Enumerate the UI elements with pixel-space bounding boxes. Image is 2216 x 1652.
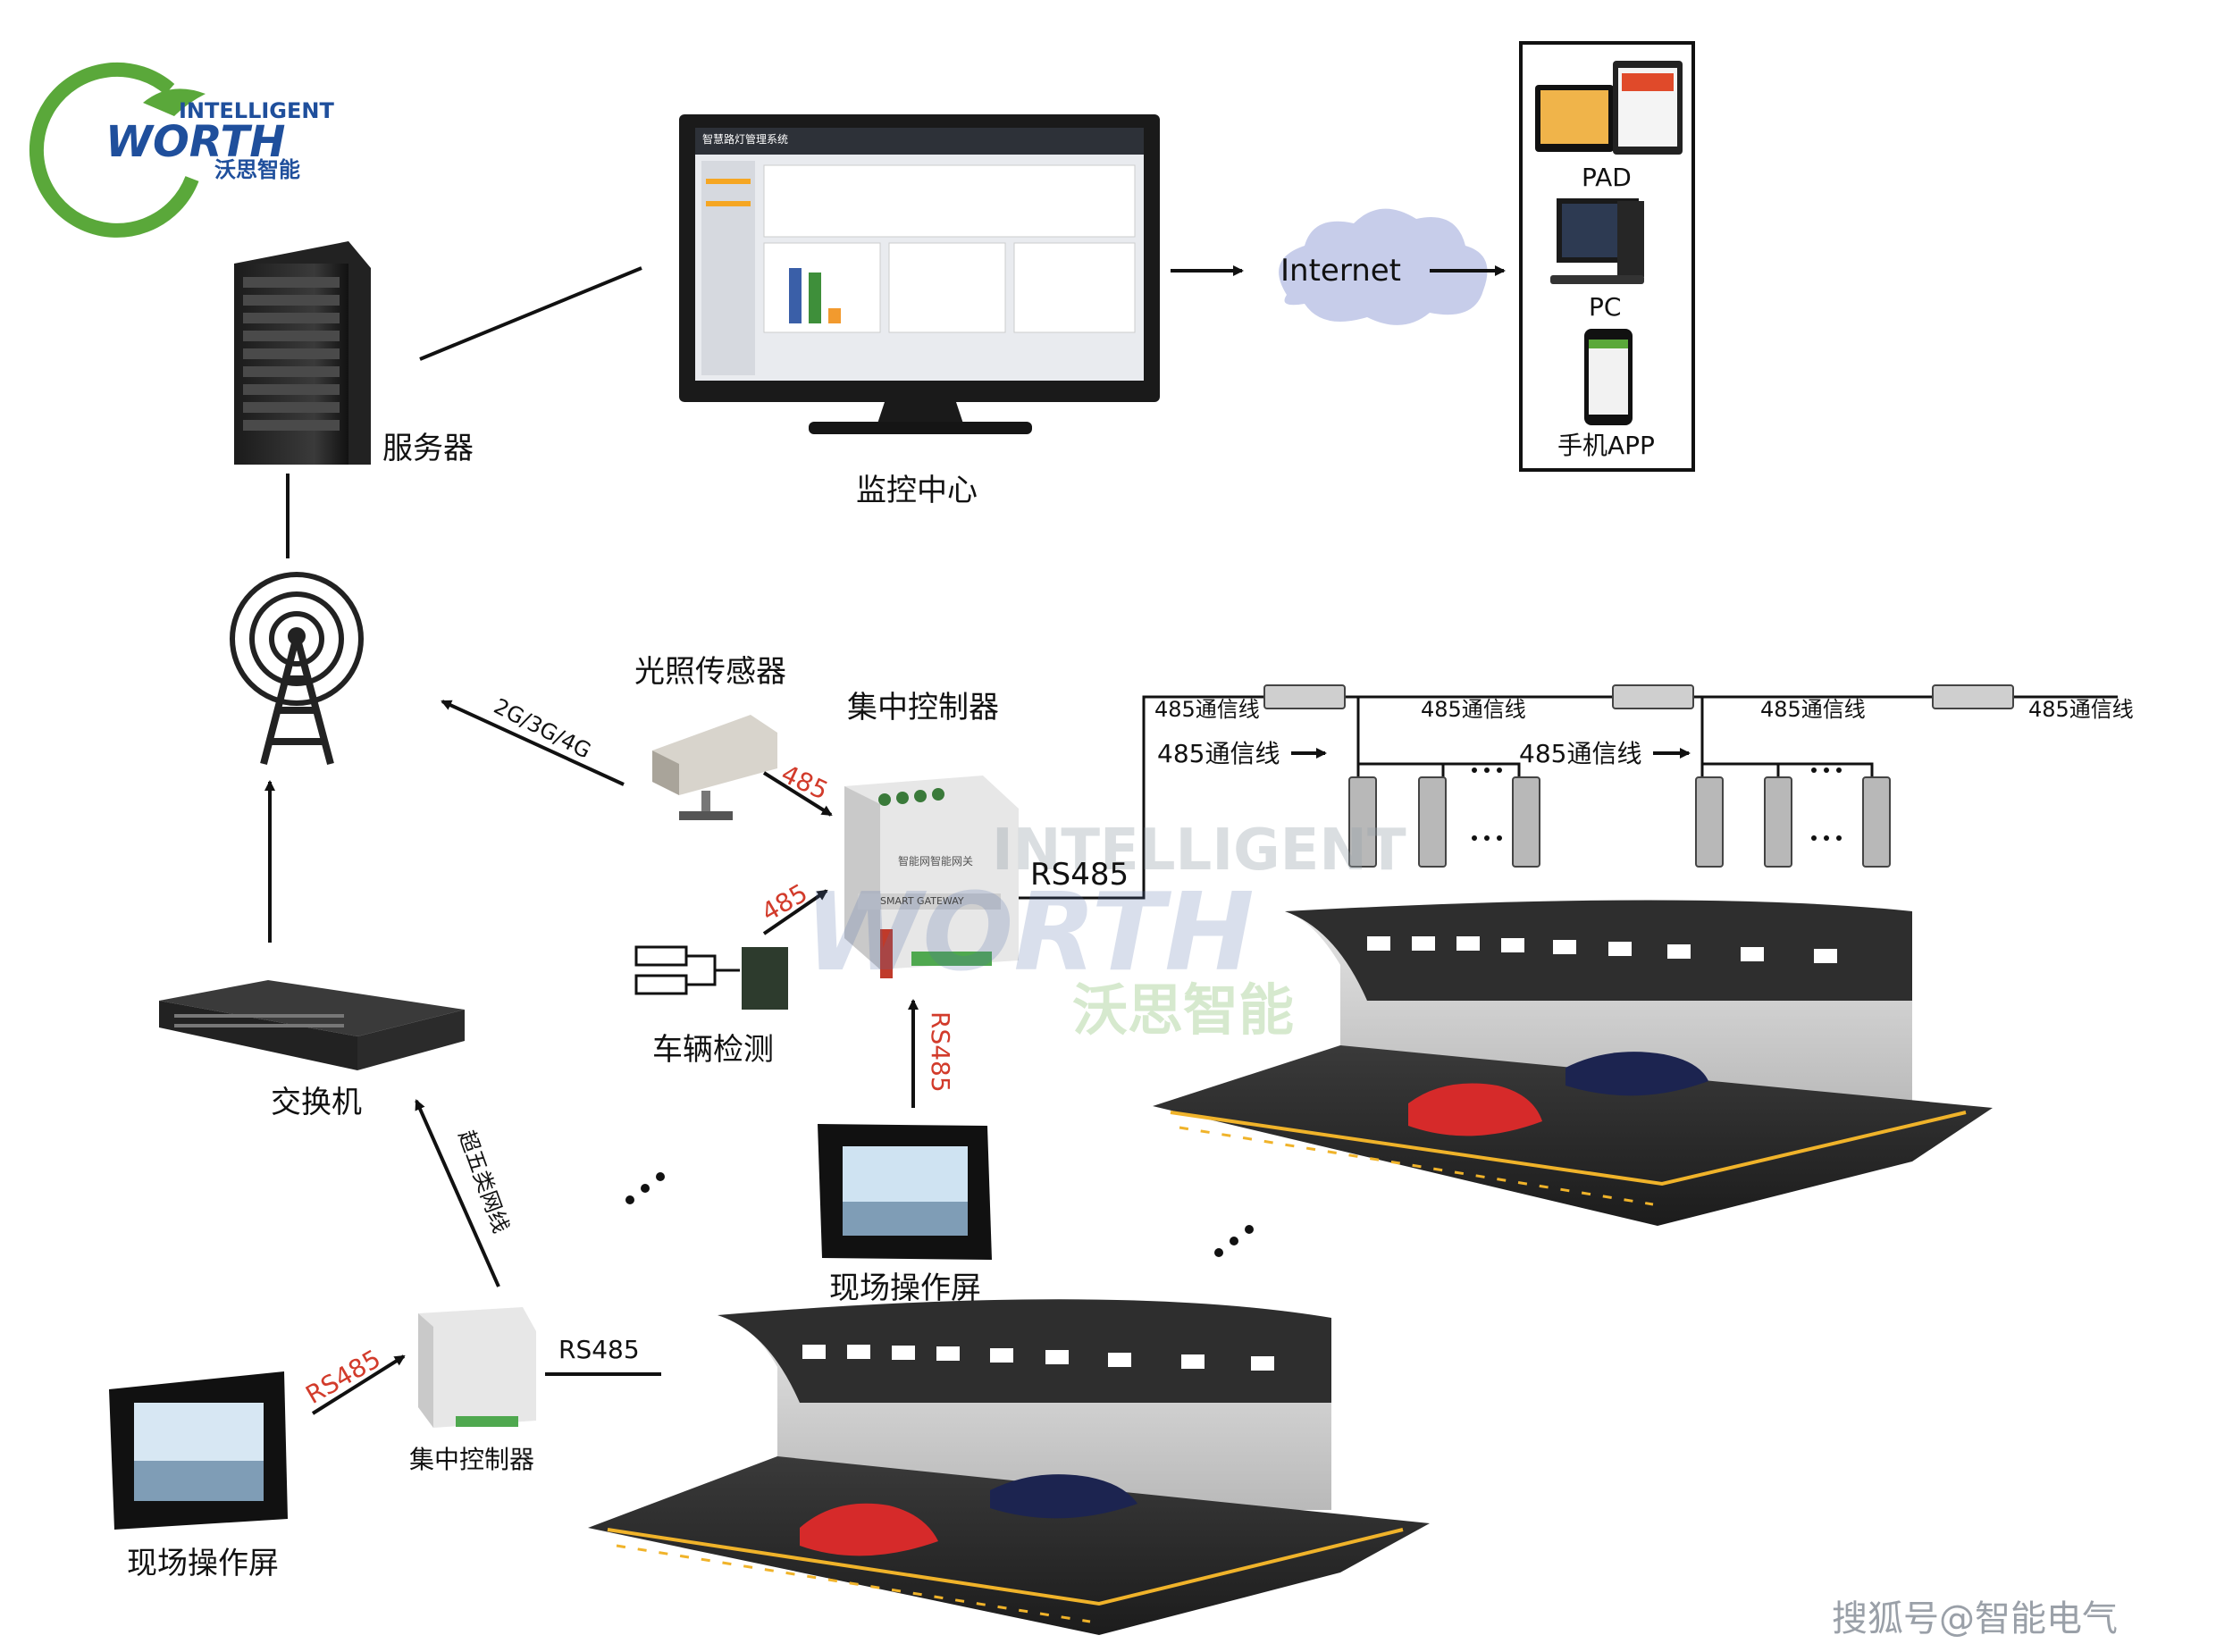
watermark-line1: INTELLIGENT bbox=[992, 818, 1406, 884]
branch-label-2: 485通信线 bbox=[1519, 739, 1642, 768]
vehicle-detector-icon bbox=[634, 945, 788, 1010]
controller-rs485-out-label: RS485 bbox=[558, 1335, 640, 1364]
bus-label-3: 485通信线 bbox=[1760, 697, 1866, 722]
watermark-line2: WORTH bbox=[804, 871, 1255, 995]
ellipsis-dots bbox=[625, 767, 1842, 1257]
gateway-brand-label: SMART GATEWAY bbox=[880, 895, 964, 907]
logo-globe-icon bbox=[29, 62, 206, 238]
monitor-center-label: 监控中心 bbox=[856, 473, 978, 508]
watermark-line3: 沃思智能 bbox=[1072, 977, 1295, 1043]
switch-label: 交换机 bbox=[271, 1085, 362, 1120]
pad-label: PAD bbox=[1582, 163, 1632, 192]
footer-credit: 搜狐号@智能电气 bbox=[1832, 1598, 2118, 1639]
logo-line2: WORTH bbox=[105, 117, 286, 167]
operator-screen-mid-label: 现场操作屏 bbox=[829, 1270, 981, 1306]
internet-label: Internet bbox=[1280, 253, 1402, 289]
desktop-pc-icon bbox=[1550, 198, 1644, 284]
operator-screen-left-label: 现场操作屏 bbox=[127, 1546, 279, 1581]
gateway-rs485-label: RS485 bbox=[1030, 857, 1129, 893]
internet-cloud-icon bbox=[1279, 208, 1488, 325]
monitor-icon bbox=[679, 114, 1160, 434]
bus-label-4: 485通信线 bbox=[2028, 697, 2134, 722]
bus-repeater-icons bbox=[1263, 684, 2014, 709]
screen-app-title: 智慧路灯管理系统 bbox=[702, 133, 789, 146]
branch-label-1: 485通信线 bbox=[1157, 739, 1280, 768]
bus-label-1: 485通信线 bbox=[1154, 697, 1260, 722]
mobile-app-label: 手机APP bbox=[1557, 431, 1655, 460]
screen-rs485-mid-label: RS485 bbox=[926, 1011, 955, 1093]
operator-screen-mid-icon bbox=[818, 1124, 992, 1260]
connector-lines bbox=[264, 265, 1691, 1415]
logo-line3: 沃思智能 bbox=[214, 157, 300, 182]
bus-label-2: 485通信线 bbox=[1421, 697, 1526, 722]
controller-main-label: 集中控制器 bbox=[847, 690, 999, 725]
tunnel-lower-icon bbox=[588, 1299, 1430, 1635]
vehicle-detect-label: 车辆检测 bbox=[652, 1032, 774, 1068]
operator-screen-left-icon bbox=[109, 1371, 288, 1530]
lamp-driver-icons bbox=[1348, 776, 1891, 868]
controller-small-label: 集中控制器 bbox=[409, 1445, 535, 1474]
logo-line1: INTELLIGENT bbox=[179, 98, 334, 123]
tablet-icon bbox=[1535, 61, 1683, 155]
network-switch-icon bbox=[159, 980, 465, 1070]
pc-label: PC bbox=[1589, 292, 1622, 322]
controller-small-icon bbox=[418, 1307, 536, 1428]
tunnel-upper-icon bbox=[1153, 900, 1993, 1226]
smartphone-icon bbox=[1584, 329, 1633, 425]
server-label: 服务器 bbox=[382, 431, 474, 466]
server-icon bbox=[234, 241, 371, 465]
gateway-controller-icon bbox=[844, 776, 1019, 978]
light-sensor-label: 光照传感器 bbox=[634, 654, 786, 690]
gateway-device-label: 智能网智能网关 bbox=[898, 855, 974, 868]
light-sensor-icon bbox=[652, 715, 777, 820]
cell-tower-icon bbox=[230, 572, 364, 766]
